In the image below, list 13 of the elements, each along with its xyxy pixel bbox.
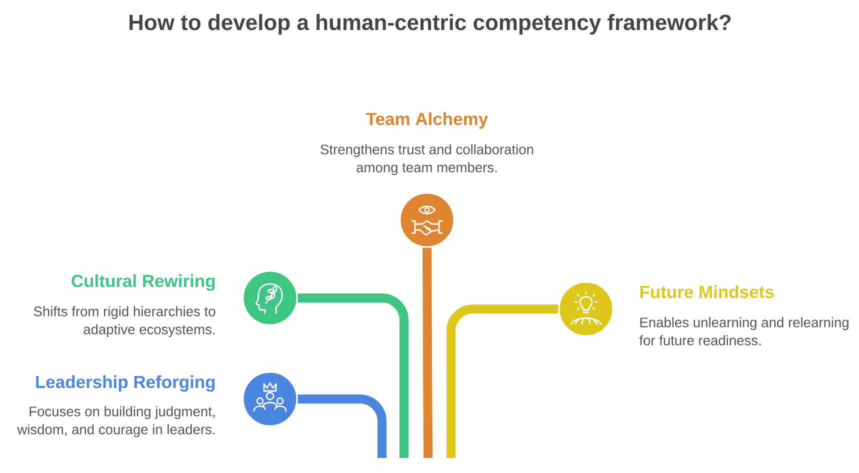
connector-line bbox=[298, 394, 386, 458]
connector-line bbox=[298, 294, 408, 458]
title: How to develop a human-centric competency framework? bbox=[130, 14, 731, 35]
heading: Cultural Rewiring bbox=[72, 274, 215, 291]
heading: Team Alchemy bbox=[366, 112, 488, 129]
description-text: Enables unlearning and relearning for future readiness. bbox=[639, 317, 848, 346]
heading: Leadership Reforging bbox=[36, 375, 215, 392]
description-text: Shifts from rigid hierarchies to adaptive ecosystems. bbox=[34, 306, 216, 338]
connector-line bbox=[422, 248, 432, 458]
description-text: Focuses on building judgment, wisdom, and courage in leaders. bbox=[17, 406, 215, 438]
connector-line bbox=[446, 304, 558, 458]
heading: Future Mindsets bbox=[640, 285, 774, 298]
description-text: Strengthens trust and collaboration among team members. bbox=[320, 144, 534, 176]
